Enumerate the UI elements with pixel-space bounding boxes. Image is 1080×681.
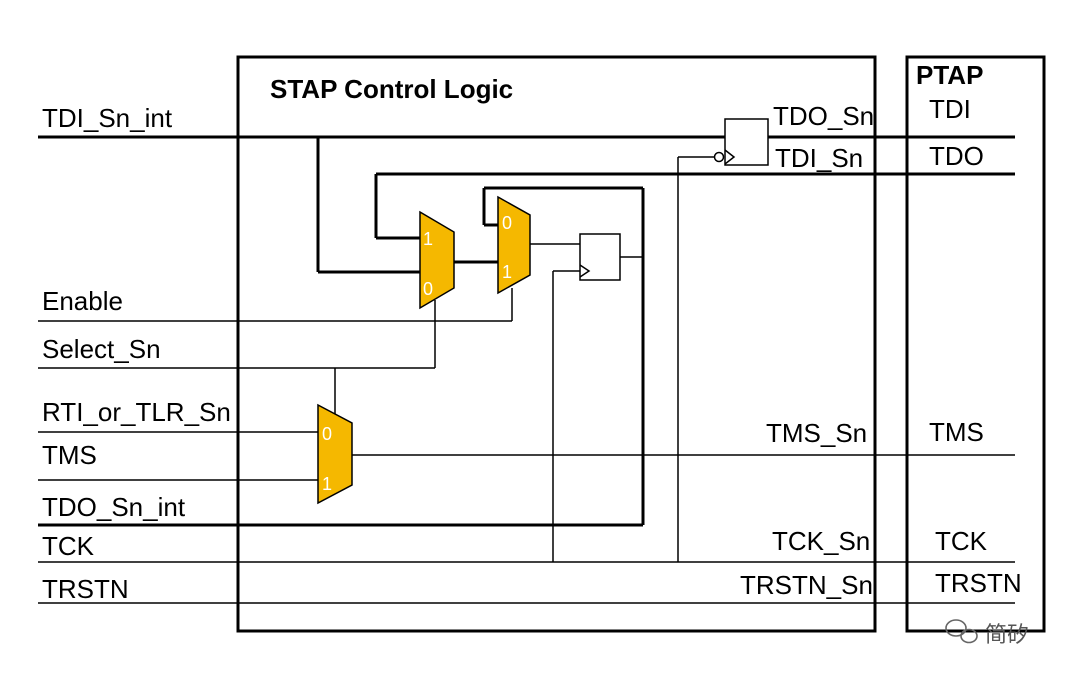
ptap-title: PTAP (916, 60, 983, 90)
mux-1-input-top: 1 (423, 229, 433, 249)
mux-1: 1 0 (419, 210, 455, 310)
input-select-sn: Select_Sn (42, 334, 161, 364)
ptap-box (905, 55, 1046, 633)
mux-2-input-bottom: 1 (502, 262, 512, 282)
watermark: 简矽 (945, 619, 1029, 648)
mux-2-input-top: 0 (502, 213, 512, 233)
stap-box (236, 55, 877, 633)
thick-wires (38, 135, 1015, 527)
mux-3-input-top: 0 (322, 424, 332, 444)
input-tdi-sn-int: TDI_Sn_int (42, 103, 173, 133)
input-tdo-sn-int: TDO_Sn_int (42, 492, 186, 522)
input-tck: TCK (42, 531, 95, 561)
output-tck-sn: TCK_Sn (772, 526, 870, 556)
ptap-trstn-label: TRSTN (935, 568, 1022, 598)
output-tdo-sn: TDO_Sn (773, 101, 874, 131)
flip-flop-1 (579, 233, 621, 281)
output-tms-sn: TMS_Sn (766, 418, 867, 448)
ptap-tdo-label: TDO (929, 141, 984, 171)
ptap-tms-label: TMS (929, 417, 984, 447)
ptap-tdi-label: TDI (929, 94, 971, 124)
output-trstn-sn: TRSTN_Sn (740, 570, 873, 600)
inverted-clock-bubble (713, 151, 725, 163)
ptap-tck-label: TCK (935, 526, 988, 556)
wechat-icon (945, 619, 978, 644)
watermark-text: 简矽 (985, 623, 1029, 648)
input-trstn: TRSTN (42, 574, 129, 604)
input-enable: Enable (42, 286, 123, 316)
mux-1-input-bottom: 0 (423, 279, 433, 299)
input-tms: TMS (42, 440, 97, 470)
stap-title: STAP Control Logic (270, 74, 513, 104)
flip-flop-2 (713, 118, 769, 166)
input-rti-or-tlr-sn: RTI_or_TLR_Sn (42, 397, 231, 427)
thin-wires (38, 156, 1015, 604)
mux-3-input-bottom: 1 (322, 474, 332, 494)
mux-3: 0 1 (317, 403, 353, 505)
mux-2: 0 1 (497, 195, 531, 295)
output-tdi-sn: TDI_Sn (775, 143, 863, 173)
